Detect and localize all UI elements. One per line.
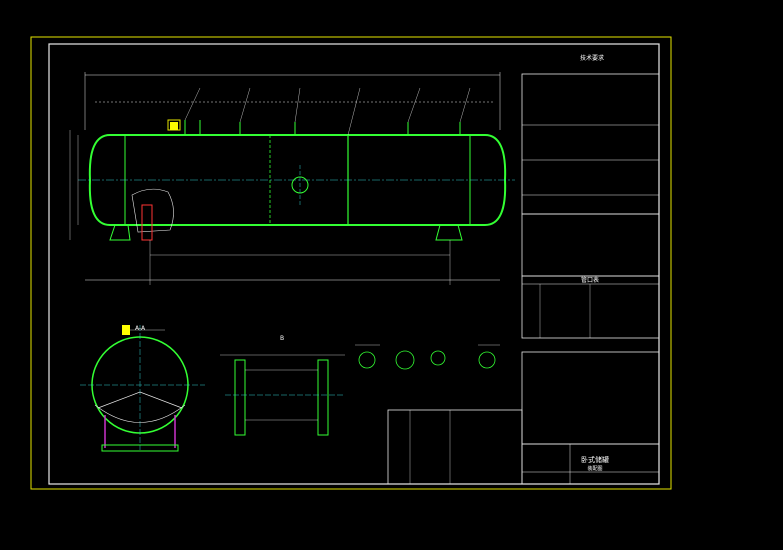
top-nozzle-marker: [122, 325, 130, 335]
weld-details: [355, 344, 500, 370]
title-block-subtitle: 装配图: [587, 465, 602, 472]
vessel-end-view: [80, 325, 205, 452]
title-block-name: 卧式储罐: [581, 455, 609, 464]
stamp-label: 技术要求: [580, 54, 604, 62]
detail-b-label: B: [280, 335, 284, 342]
view-a-label: A-A: [135, 325, 146, 332]
requirements-notes: [521, 213, 660, 277]
technical-data-table: [521, 73, 660, 215]
parts-list: [387, 351, 660, 485]
inner-border: [48, 43, 660, 485]
nozzle-table: [521, 275, 660, 339]
nozzle-marker: [170, 122, 178, 130]
title-block: [521, 443, 660, 485]
nozzle-table-title: 管口表: [581, 276, 599, 284]
outer-border: [30, 36, 672, 490]
vessel-elevation: [69, 72, 515, 285]
saddle-detail: [220, 354, 345, 436]
